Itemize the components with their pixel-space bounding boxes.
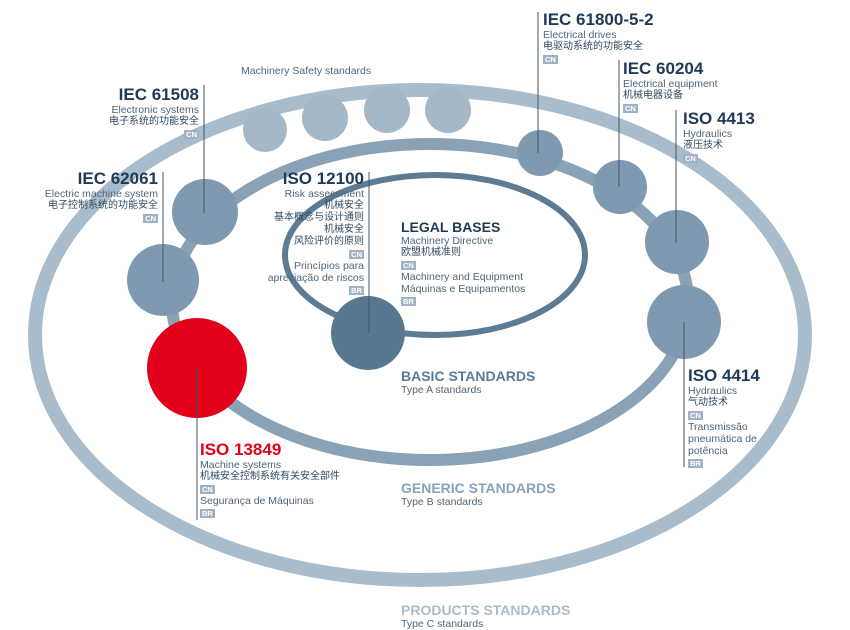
code: ISO 4413 <box>683 109 755 128</box>
iec-61800-node[interactable] <box>517 130 563 176</box>
en: Electronic systems <box>111 104 199 116</box>
cn: 电子系统的功能安全 <box>109 116 199 127</box>
cn-tag: CN <box>683 154 698 163</box>
basic-standards-label: BASIC STANDARDS Type A standards <box>401 368 535 396</box>
br-line: Princípios para <box>293 260 364 272</box>
iso-12100-label: ISO 12100 Risk assessment 机械安全 基本概念与设计通则… <box>268 169 364 296</box>
code: IEC 61800-5-2 <box>543 10 654 29</box>
br-line: apreciação de riscos <box>267 272 364 284</box>
cn-line: 机械安全 <box>324 200 364 211</box>
generic-standards-label: GENERIC STANDARDS Type B standards <box>401 480 556 508</box>
en: Hydraulics <box>688 385 738 397</box>
line: Máquinas e Equipamentos <box>401 283 526 295</box>
br-tag: BR <box>200 509 215 518</box>
code: ISO 12100 <box>282 169 364 188</box>
en: Electrical drives <box>543 29 617 41</box>
cn: 气动技术 <box>688 397 728 408</box>
iec-62061-label: IEC 62061 Electric machine system 电子控制系统… <box>45 169 158 224</box>
br-line: pneumática de <box>688 433 757 445</box>
sub: Type C standards <box>401 618 484 630</box>
line: 欧盟机械准则 <box>401 247 461 258</box>
en: Hydraulics <box>683 128 733 140</box>
cn-tag: CN <box>349 250 364 259</box>
cn: 电驱动系统的功能安全 <box>543 41 643 52</box>
cn: 机械安全控制系统有关安全部件 <box>200 471 340 482</box>
code: ISO 4414 <box>688 366 760 385</box>
iso-12100-node[interactable] <box>331 296 405 370</box>
cn: 液压技术 <box>683 140 723 151</box>
iec-61508-node[interactable] <box>172 179 238 245</box>
iec-61800-label: IEC 61800-5-2 Electrical drives 电驱动系统的功能… <box>543 10 654 65</box>
code: IEC 60204 <box>623 59 704 78</box>
cn-tag: CN <box>143 214 158 223</box>
machinery-safety-title: Machinery Safety standards <box>241 65 372 77</box>
en: Risk assessment <box>284 188 364 200</box>
en: Electric machine system <box>44 188 158 200</box>
code: ISO 13849 <box>200 440 282 459</box>
cn-line: 基本概念与设计通则 <box>274 212 364 223</box>
heading: BASIC STANDARDS <box>401 368 536 384</box>
machinery-safety-circles <box>243 87 471 152</box>
en: Electrical equipment <box>623 78 718 90</box>
iso-4413-node[interactable] <box>645 210 709 274</box>
en: Machine systems <box>200 459 282 471</box>
basic-standards-ring <box>282 172 588 338</box>
sub: Type A standards <box>401 384 482 396</box>
cn-tag: CN <box>184 130 199 139</box>
cn-tag: CN <box>688 411 703 420</box>
iec-60204-label: IEC 60204 Electrical equipment 机械电器设备 CN <box>623 59 718 114</box>
iec-61508-label: IEC 61508 Electronic systems 电子系统的功能安全 C… <box>109 85 199 140</box>
cn-tag: CN <box>401 261 416 270</box>
iec-60204-node[interactable] <box>593 160 647 214</box>
br-line: potência <box>688 445 728 457</box>
br: Segurança de Máquinas <box>200 495 314 507</box>
code: IEC 61508 <box>118 85 199 104</box>
products-standards-ring <box>28 83 812 587</box>
cn-tag: CN <box>623 104 638 113</box>
cn-tag: CN <box>543 55 558 64</box>
br-tag: BR <box>349 286 364 295</box>
heading: PRODUCTS STANDARDS <box>401 602 571 618</box>
sub: Type B standards <box>401 496 483 508</box>
heading: LEGAL BASES <box>401 219 501 235</box>
cn-line: 风险评价的原则 <box>294 236 364 247</box>
cn: 电子控制系统的功能安全 <box>48 200 158 211</box>
cn-line: 机械安全 <box>324 224 364 235</box>
leader-lines <box>162 12 685 520</box>
line: Machinery and Equipment <box>401 271 523 283</box>
line: Machinery Directive <box>401 235 494 247</box>
cn: 机械电器设备 <box>623 90 683 101</box>
legal-bases-label: LEGAL BASES Machinery Directive 欧盟机械准则 C… <box>401 219 525 307</box>
products-standards-label: PRODUCTS STANDARDS Type C standards <box>401 602 570 630</box>
heading: GENERIC STANDARDS <box>401 480 556 496</box>
iso-4414-label: ISO 4414 Hydraulics 气动技术 CN Transmissão … <box>688 366 760 469</box>
br-tag: BR <box>688 459 703 468</box>
iso-13849-label: ISO 13849 Machine systems 机械安全控制系统有关安全部件… <box>200 440 340 519</box>
iso-4413-label: ISO 4413 Hydraulics 液压技术 CN <box>683 109 755 164</box>
br-tag: BR <box>401 297 416 306</box>
code: IEC 62061 <box>77 169 158 188</box>
br-line: Transmissão <box>688 421 748 433</box>
cn-tag: CN <box>200 485 215 494</box>
